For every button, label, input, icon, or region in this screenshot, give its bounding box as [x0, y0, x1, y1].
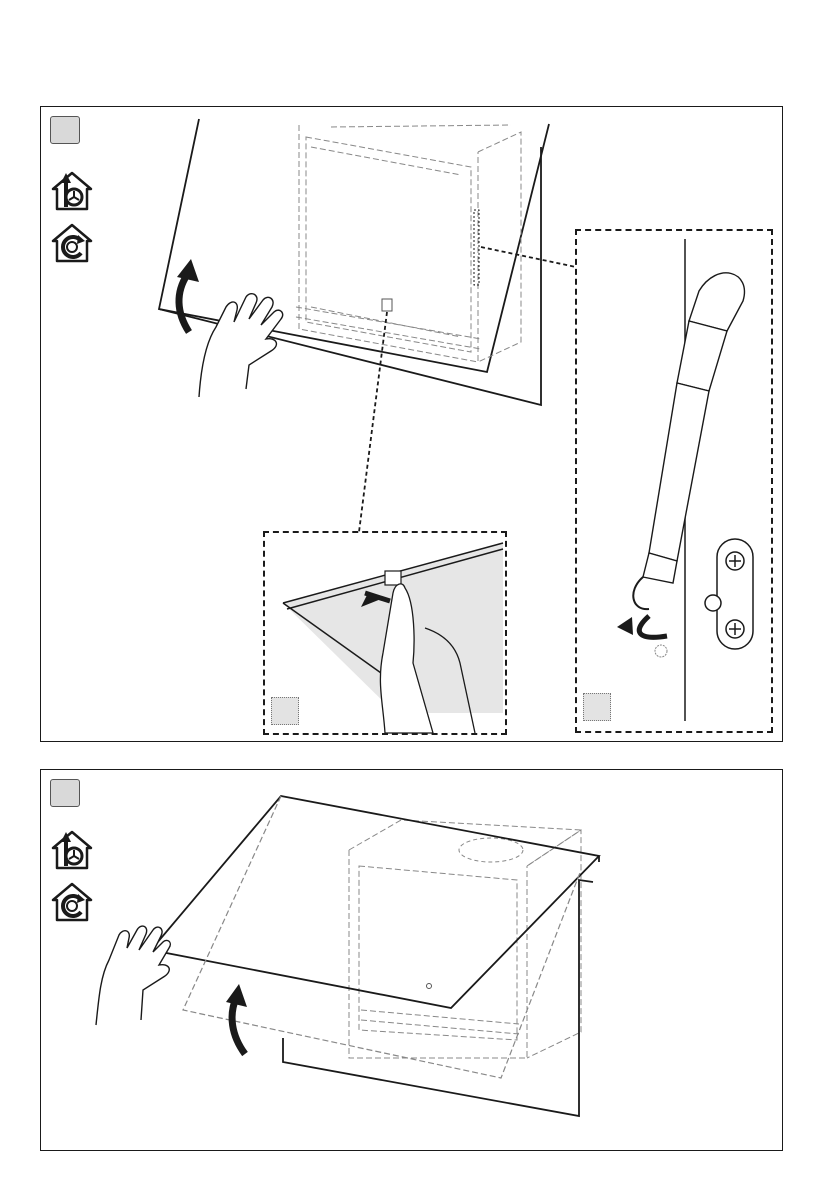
clip-detail-step-box	[271, 697, 299, 725]
gas-strut-detail-step-box	[583, 693, 611, 721]
clip-detail-inset	[263, 531, 507, 735]
clip-detail-illustration	[265, 533, 505, 733]
step-panel-1	[40, 106, 783, 742]
gas-strut-detail-inset	[575, 229, 773, 733]
gas-strut-detail-illustration	[577, 231, 771, 731]
hood-closing-illustration	[41, 770, 784, 1152]
step-panel-2	[40, 769, 783, 1151]
